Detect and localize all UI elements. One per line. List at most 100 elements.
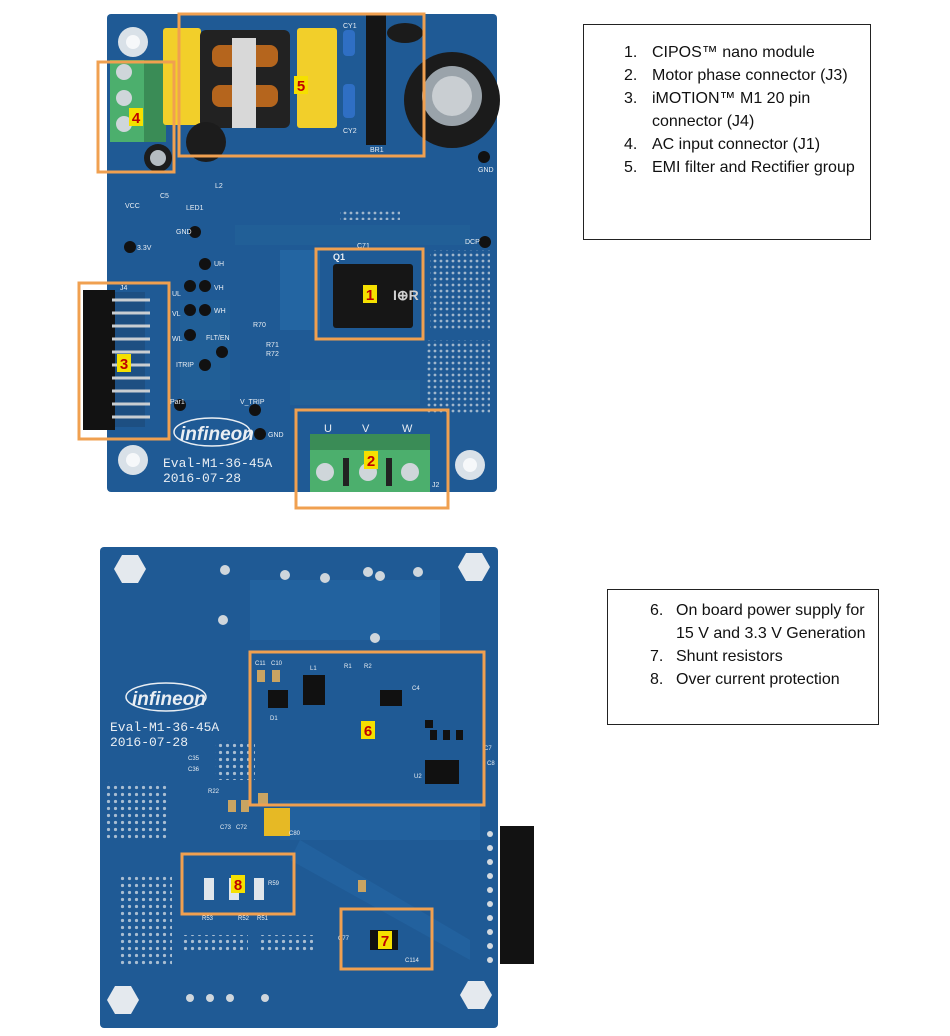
legend-text: Over current protection: [676, 671, 840, 688]
brand-logo-bottom: infineon: [132, 689, 206, 710]
tantalum-capacitor: [264, 808, 290, 836]
j4-header: [83, 290, 145, 430]
silk-r52: R52: [238, 916, 250, 922]
board-model-label: Eval-M1-36-45A: [163, 456, 272, 471]
silk-ul: UL: [172, 291, 181, 298]
legend-num: 6.: [650, 602, 664, 619]
silk-par1: Par1: [170, 399, 185, 406]
silk-c35: C35: [188, 756, 200, 762]
y-capacitor: [343, 30, 355, 56]
silk-r51: R51: [257, 916, 269, 922]
callout-7: 7: [381, 933, 389, 950]
legend-bottom: 6.On board power supply for 15 V and 3.3…: [607, 589, 879, 725]
ic-u2: [425, 760, 459, 784]
silk-itrip: ITRIP: [176, 362, 194, 369]
silk-c4: C4: [412, 686, 420, 692]
silk-d1: D1: [270, 716, 278, 722]
legend-top: 1. CIPOS™ nano module 2. Motor phase conne…: [583, 24, 871, 240]
silk-c73: C73: [220, 825, 232, 831]
legend-num: 2.: [624, 67, 638, 84]
mounting-hole: [118, 27, 148, 57]
silk-r53: R53: [202, 916, 214, 922]
svg-text:I⊕R: I⊕R: [393, 287, 419, 303]
silk-wl: WL: [172, 336, 183, 343]
legend-text: Shunt resistors: [676, 648, 783, 665]
silk-r22: R22: [208, 789, 220, 795]
silk-l2: L2: [215, 183, 223, 190]
hex-spacer: [458, 553, 490, 581]
legend-num: 8.: [650, 671, 664, 688]
highlight-box-4: [96, 60, 176, 174]
silk-3v3: 3.3V: [137, 245, 152, 252]
silk-vcc: VCC: [125, 203, 140, 210]
legend-item: 6.On board power supply for 15 V and 3.3…: [650, 599, 870, 645]
highlight-box-1: [314, 247, 425, 341]
board-model-label-bottom: Eval-M1-36-45A: [110, 720, 219, 735]
silk-r70: R70: [253, 322, 266, 329]
silk-cy2: CY2: [343, 128, 357, 135]
legend-item: 1. CIPOS™ nano module: [624, 41, 860, 64]
hex-spacer: [114, 555, 146, 583]
silk-j4: J4: [120, 285, 128, 292]
board-date-label-bottom: 2016-07-28: [110, 735, 188, 750]
silk-phase-w: W: [402, 423, 413, 435]
ic-d1: [268, 690, 288, 708]
callout-2: 2: [367, 453, 375, 470]
legend-num: 7.: [650, 648, 664, 665]
highlight-box-5: [177, 12, 426, 158]
brand-logo: infineon: [180, 424, 254, 445]
callout-5: 5: [297, 78, 305, 95]
silk-l1: L1: [310, 666, 317, 672]
bottom-board: infineon Eval-M1-36-45A 2016-07-28 C11 C…: [100, 547, 534, 1028]
callout-6: 6: [364, 723, 372, 740]
silk-gnd-3: GND: [478, 167, 494, 174]
ic-q: [380, 690, 402, 706]
legend-text: EMI filter and Rectifier group: [652, 159, 855, 176]
highlight-box-8: [180, 852, 296, 916]
legend-text: Motor phase connector (J3): [652, 67, 848, 84]
legend-text: iMOTION™ M1 20 pin connector (J4): [652, 90, 811, 130]
silk-c72: C72: [236, 825, 248, 831]
legend-num: 5.: [624, 159, 638, 176]
bridge-rectifier: [366, 15, 386, 145]
x-capacitor: [163, 28, 201, 125]
legend-item: 4. AC input connector (J1): [624, 133, 860, 156]
callout-8: 8: [234, 877, 242, 894]
legend-item: 2. Motor phase connector (J3): [624, 64, 860, 87]
j4-header-bottom: [500, 826, 534, 964]
legend-text: AC input connector (J1): [652, 136, 821, 153]
silk-r1: R1: [344, 664, 352, 670]
silk-c7: C7: [484, 746, 492, 752]
silk-cy1: CY1: [343, 23, 357, 30]
silk-uh: UH: [214, 261, 224, 268]
ic-l1: [303, 675, 325, 705]
mounting-hole: [118, 445, 148, 475]
silk-vtrip: V_TRIP: [240, 399, 265, 406]
callout-4: 4: [132, 110, 141, 127]
silk-c36: C36: [188, 767, 200, 773]
silk-vh: VH: [214, 285, 224, 292]
silk-wh: WH: [214, 308, 226, 315]
legend-num: 4.: [624, 136, 638, 153]
hex-spacer: [107, 986, 139, 1014]
bulk-capacitor: [404, 52, 500, 148]
silk-j2: J2: [432, 482, 440, 489]
common-mode-choke: [200, 30, 290, 128]
legend-num: 1.: [624, 44, 638, 61]
legend-item: 8. Over current protection: [650, 668, 870, 691]
hex-spacer: [460, 981, 492, 1009]
silk-r59: R59: [268, 881, 280, 887]
silk-phase-v: V: [362, 423, 370, 435]
legend-text: CIPOS™ nano module: [652, 44, 815, 61]
silk-vl: VL: [172, 311, 181, 318]
silk-c77: C77: [338, 936, 350, 942]
silk-c11: C11: [255, 661, 266, 667]
highlight-box-7: [339, 907, 434, 971]
silk-q1: Q1: [333, 252, 345, 262]
silk-c10: C10: [271, 661, 283, 667]
mounting-hole: [455, 450, 485, 480]
silk-dcp: DCP: [465, 239, 480, 246]
silk-flt: FLT/EN: [206, 335, 230, 342]
silk-c5: C5: [160, 193, 169, 200]
